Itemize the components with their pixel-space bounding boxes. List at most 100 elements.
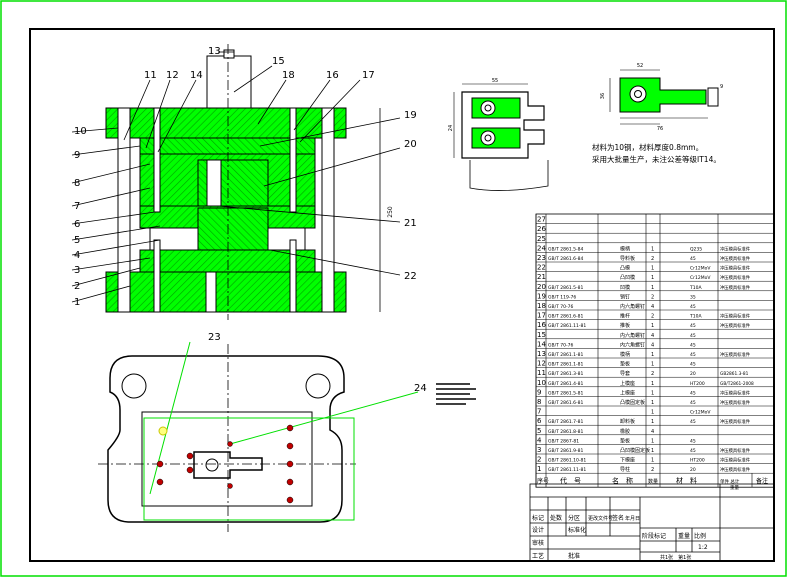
bom-cell-name: 销钉 [620,293,630,300]
bom-cell-mat: T10A [689,314,702,320]
bom-cell-no: 11 [537,369,546,377]
bom-cell-code: GB/T 2861.1-81 [548,352,584,358]
bom-cell-qty: 1 [651,362,654,368]
part-number-10: 10 [74,126,87,137]
part-number-3: 3 [74,265,80,276]
bom-header-remark: 备注 [756,477,768,485]
bom-cell-code: GB/T 70-76 [548,342,573,348]
top-view-holes [156,424,294,504]
bom-cell-no: 9 [537,388,541,396]
top-view [98,344,356,532]
bom-cell-no: 16 [537,321,546,329]
tb-scale: 1:2 [698,544,708,551]
part-number-19: 19 [404,110,417,121]
bom-cell-mat: 45 [690,448,696,454]
bom-cell-qty: 2 [651,467,654,473]
guide-post-left [117,107,131,313]
bom-cell-no: 4 [537,436,542,444]
bom-cell-qty: 2 [651,256,654,262]
sketch-dim-r-b: 52 [637,63,643,69]
bom-cell-name: 上模座 [620,389,635,396]
bom-cell-mat: 45 [690,390,696,396]
part-hole [205,458,219,472]
bom-cell-name: 卸料板 [620,418,635,425]
bom-cell-name: 上模座 [620,380,635,387]
bom-cell-no: 26 [537,225,546,233]
title-block-text: 标记 处数 分区 更改文件号 签名 年月日 设计 标准化 审核 工艺 批准 阶段… [532,514,708,561]
bom-cell-code: GB/T 2861.11-81 [548,467,586,473]
bom-cell-name: 内六角螺钉 [620,303,645,310]
bom-cell-qty: 1 [651,381,654,387]
bom-cell-qty: 1 [651,352,654,358]
part-number-9: 9 [74,150,80,161]
bom-cell-mat: Cr12MoV [690,266,711,272]
bom-cell-name: 推板 [620,322,630,329]
bom-cell-code: GB/T 2861.5-81 [548,390,584,396]
bom-cell-mat: Cr12MoV [690,410,711,416]
part-number-8: 8 [74,178,80,189]
guide-hole-right [305,373,331,399]
ejector-channel [206,159,222,209]
bom-cell-code: GB/T 2861.7-81 [548,419,584,425]
sketch-dim-side: 24 [448,125,454,131]
bom-cell-std: 冲压模具标准件 [720,245,751,252]
part-number-15: 15 [272,56,285,67]
bom-cell-std: 冲压模具标准件 [720,313,751,320]
bom-cell-std: GB/T2861-2008 [720,381,754,387]
tb-standardize: 标准化 [568,526,586,534]
sketch-dim-r-d: 76 [657,126,663,132]
bom-cell-qty: 1 [651,246,654,252]
strip-outline [143,417,355,521]
bom-cell-no: 3 [537,446,541,454]
bom-cell-code: GB/T 2861.1-81 [548,362,584,368]
bom-cell-qty: 4 [651,304,654,310]
part-sketch-right [609,69,719,125]
bom-header-weight: 单件 总计 [720,478,740,485]
bom-cell-qty: 4 [651,429,654,435]
bom-cell-std: 冲压模具标准件 [720,351,751,358]
bom-cell-code: GB/T 2861.6-81 [548,400,584,406]
shank-top [223,49,235,59]
part-number-4: 4 [74,250,80,261]
title-block [529,483,775,562]
bom-cell-qty: 1 [651,438,654,444]
bom-outline [535,213,775,488]
bom-cell-name: 模柄 [620,351,630,358]
bom-cell-name: 凸模 [620,265,630,272]
bom-cell-name: 垫板 [620,437,630,444]
bom-cell-code: GB/T 2861.8-81 [548,429,584,435]
part-number-7: 7 [74,201,80,212]
bom-cell-qty: 1 [651,400,654,406]
bom-cell-qty: 1 [651,275,654,281]
bom-cell-std: 冲压模具标准件 [720,274,751,281]
bom-cell-name: 模柄 [620,245,630,252]
part-number-1: 1 [74,297,80,308]
bom-cell-name: 导套 [620,370,630,377]
screw-left-upper [153,107,161,213]
bom-cell-mat: Cr12MoV [690,275,711,281]
part-number-24: 24 [414,383,427,394]
bom-cell-no: 10 [537,379,546,387]
part-number-23: 23 [208,332,221,343]
bom-cell-qty: 1 [651,323,654,329]
bom-cell-no: 7 [537,408,541,416]
bom-cell-no: 2 [537,456,541,464]
punch-die [197,207,269,255]
bom-cell-no: 15 [537,331,546,339]
die-plate-outline [141,411,313,507]
tb-review: 审核 [532,539,544,547]
tb-change-doc: 更改文件号 [588,515,613,522]
part-number-14: 14 [190,70,203,81]
bom-cell-no: 13 [537,350,546,358]
bom-header-material: 材 料 [676,476,697,485]
tb-weight-label: 重量 [678,532,690,540]
bom-cell-qty: 1 [651,390,654,396]
bom-cell-qty: 1 [651,285,654,291]
bom-header-name: 名 称 [612,476,633,485]
bom-cell-no: 25 [537,235,546,243]
tb-sheet: 共1张 第1张 [660,554,691,561]
bom-cell-qty: 1 [651,266,654,272]
part-number-labels: 1 2 3 4 5 6 7 8 9 10 11 12 13 14 15 16 1… [74,46,427,394]
